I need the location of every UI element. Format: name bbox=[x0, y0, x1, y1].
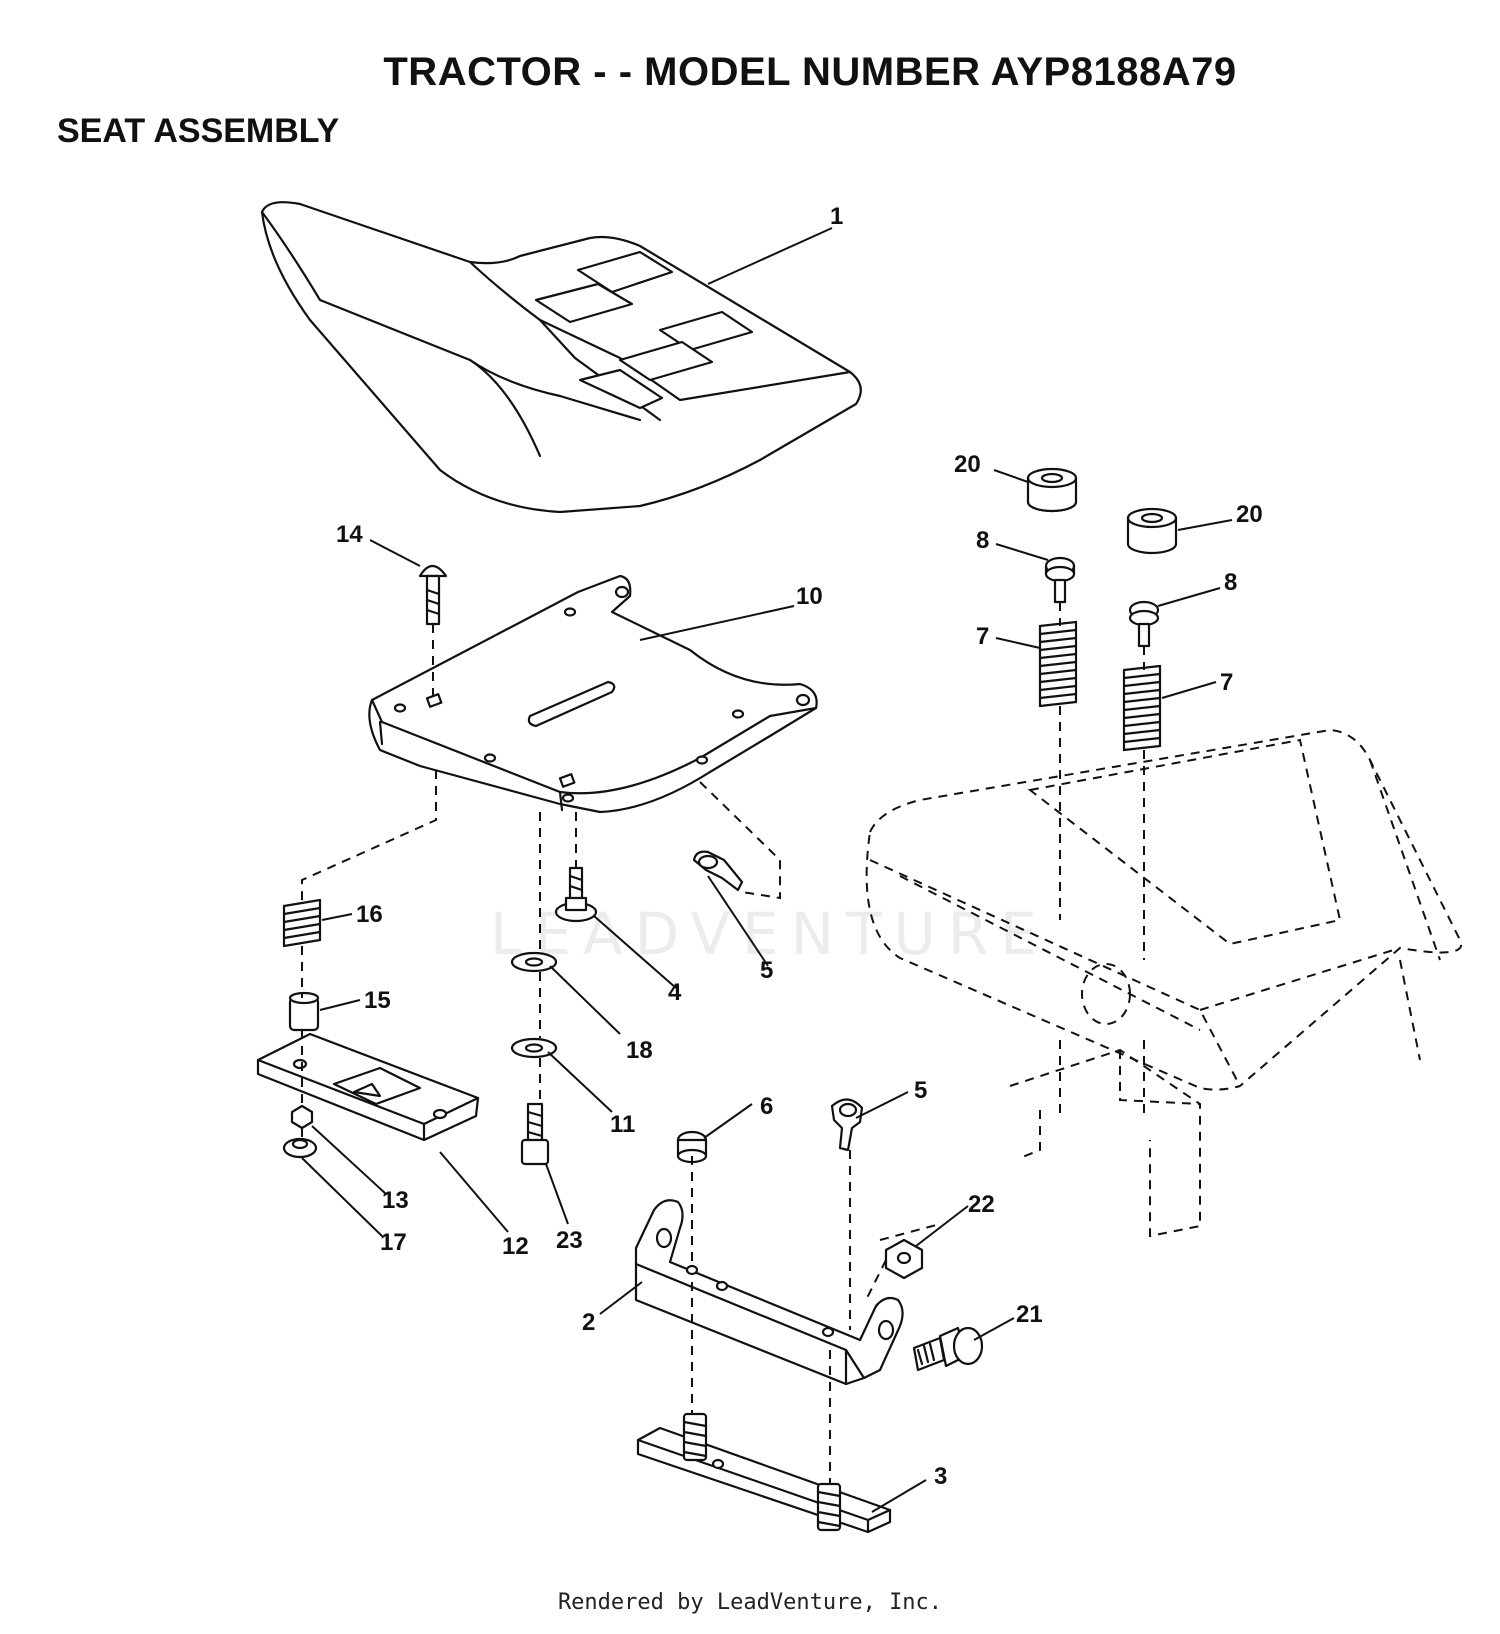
callout-labels: 1 10 14 16 15 4 5 18 11 13 17 12 23 6 5 … bbox=[336, 203, 1263, 1490]
seat-part[interactable] bbox=[260, 201, 862, 514]
callout-6: 6 bbox=[760, 1093, 773, 1120]
bushing-part-20-left[interactable] bbox=[1026, 467, 1078, 513]
callout-16: 16 bbox=[356, 901, 383, 928]
callout-14: 14 bbox=[336, 521, 363, 548]
bolt-part-23[interactable] bbox=[520, 1102, 550, 1166]
callout-21: 21 bbox=[1016, 1301, 1043, 1328]
page-title: TRACTOR - - MODEL NUMBER AYP8188A79 bbox=[383, 50, 1237, 94]
spring-part-7-left[interactable] bbox=[1038, 620, 1078, 708]
callout-22: 22 bbox=[968, 1191, 995, 1218]
shoulder-bolt-part-21[interactable] bbox=[912, 1326, 984, 1372]
bolt-part-4[interactable] bbox=[554, 866, 598, 923]
callout-5-lower: 5 bbox=[914, 1077, 927, 1104]
callout-4: 4 bbox=[668, 979, 682, 1006]
callout-8-right: 8 bbox=[1224, 569, 1237, 596]
spring-part-16[interactable] bbox=[282, 898, 322, 948]
washer-part-11[interactable] bbox=[510, 1037, 558, 1059]
spacer-part-15[interactable] bbox=[288, 991, 320, 1032]
base-plate-part-3[interactable] bbox=[636, 1412, 892, 1534]
seat-bracket-part-2[interactable] bbox=[634, 1199, 904, 1386]
callout-13: 13 bbox=[382, 1187, 409, 1214]
callout-7-left: 7 bbox=[976, 623, 989, 650]
callout-23: 23 bbox=[556, 1227, 583, 1254]
callout-12: 12 bbox=[502, 1233, 529, 1260]
callout-5-upper: 5 bbox=[760, 957, 773, 984]
callout-11: 11 bbox=[610, 1111, 635, 1138]
leader-lines bbox=[301, 227, 1233, 1513]
callout-15: 15 bbox=[364, 987, 391, 1014]
callout-10: 10 bbox=[796, 583, 823, 610]
nut-part-17[interactable] bbox=[282, 1137, 318, 1159]
footer-credit: Rendered by LeadVenture, Inc. bbox=[557, 1590, 943, 1615]
nut-part-22[interactable] bbox=[884, 1238, 924, 1280]
callout-8-left: 8 bbox=[976, 527, 989, 554]
callout-7-right: 7 bbox=[1220, 669, 1233, 696]
alignment-lines bbox=[301, 602, 1145, 1484]
seat-pan-part[interactable] bbox=[368, 574, 818, 814]
washer-part-18[interactable] bbox=[510, 951, 558, 973]
callout-20-right: 20 bbox=[1236, 501, 1263, 528]
slide-bracket-part-12[interactable] bbox=[256, 1032, 480, 1142]
section-title: SEAT ASSEMBLY bbox=[57, 112, 340, 150]
callout-2: 2 bbox=[582, 1309, 595, 1336]
callout-17: 17 bbox=[380, 1229, 407, 1256]
callout-20-left: 20 bbox=[954, 451, 981, 478]
fender-reference-outline bbox=[865, 728, 1463, 1238]
callout-1: 1 bbox=[830, 203, 843, 230]
spring-part-7-right[interactable] bbox=[1122, 664, 1162, 752]
clip-part-5-lower[interactable] bbox=[830, 1098, 864, 1152]
clip-part-5-upper[interactable] bbox=[692, 850, 744, 892]
callout-3: 3 bbox=[934, 1463, 947, 1490]
knob-bolt-part-8-left[interactable] bbox=[1044, 556, 1076, 604]
nut-part-13[interactable] bbox=[290, 1104, 314, 1130]
carriage-bolt-part[interactable] bbox=[418, 564, 448, 626]
callout-18: 18 bbox=[626, 1037, 653, 1064]
knob-bolt-part-8-right[interactable] bbox=[1128, 600, 1160, 648]
bushing-part-20-right[interactable] bbox=[1126, 507, 1178, 555]
